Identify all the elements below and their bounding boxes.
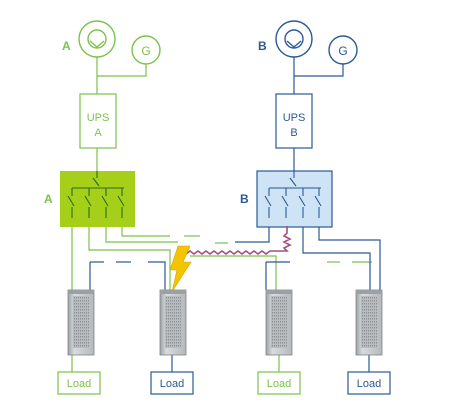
load-label: Load bbox=[267, 378, 291, 390]
switchboard-a-label: A bbox=[44, 192, 53, 206]
transformer-icon bbox=[78, 20, 116, 58]
system-b-label: B bbox=[258, 39, 267, 53]
server-cabinet-4 bbox=[355, 289, 383, 356]
server-cabinet-3 bbox=[265, 289, 293, 356]
switchboard-b bbox=[256, 170, 333, 228]
distribution-lines-a bbox=[71, 227, 372, 372]
switchboard-b-label: B bbox=[240, 192, 249, 206]
load-box-3: Load bbox=[257, 371, 301, 395]
ups-a: UPS A bbox=[79, 93, 117, 149]
system-a: A G UPS A A bbox=[44, 20, 161, 227]
system-b: B G UPS B B bbox=[240, 20, 358, 228]
generator-a-label: G bbox=[141, 44, 150, 58]
ups-b-label-line1: UPS bbox=[283, 112, 306, 124]
load-box-1: Load bbox=[57, 371, 101, 395]
lightning-icon bbox=[169, 245, 192, 293]
load-label: Load bbox=[357, 378, 381, 390]
generator-b-label: G bbox=[338, 44, 347, 58]
switchboard-a bbox=[60, 171, 135, 227]
generator-icon: G bbox=[131, 35, 161, 65]
load-box-2: Load bbox=[150, 371, 194, 395]
generator-icon: G bbox=[328, 35, 358, 65]
server-cabinet-2 bbox=[159, 289, 187, 356]
load-label: Load bbox=[160, 378, 184, 390]
ups-a-label-line2: A bbox=[94, 127, 102, 139]
ups-a-label-line1: UPS bbox=[87, 112, 110, 124]
server-cabinet-1 bbox=[67, 289, 95, 356]
load-box-4: Load bbox=[347, 371, 391, 395]
system-a-label: A bbox=[62, 39, 71, 53]
fault-line bbox=[185, 226, 292, 255]
feed-lines-b bbox=[293, 57, 344, 171]
distribution-lines-b bbox=[89, 227, 381, 372]
feed-lines-a bbox=[96, 57, 147, 171]
ups-b: UPS B bbox=[275, 93, 313, 149]
ups-b-label-line2: B bbox=[290, 127, 297, 139]
transformer-icon bbox=[275, 20, 313, 58]
load-label: Load bbox=[67, 378, 91, 390]
